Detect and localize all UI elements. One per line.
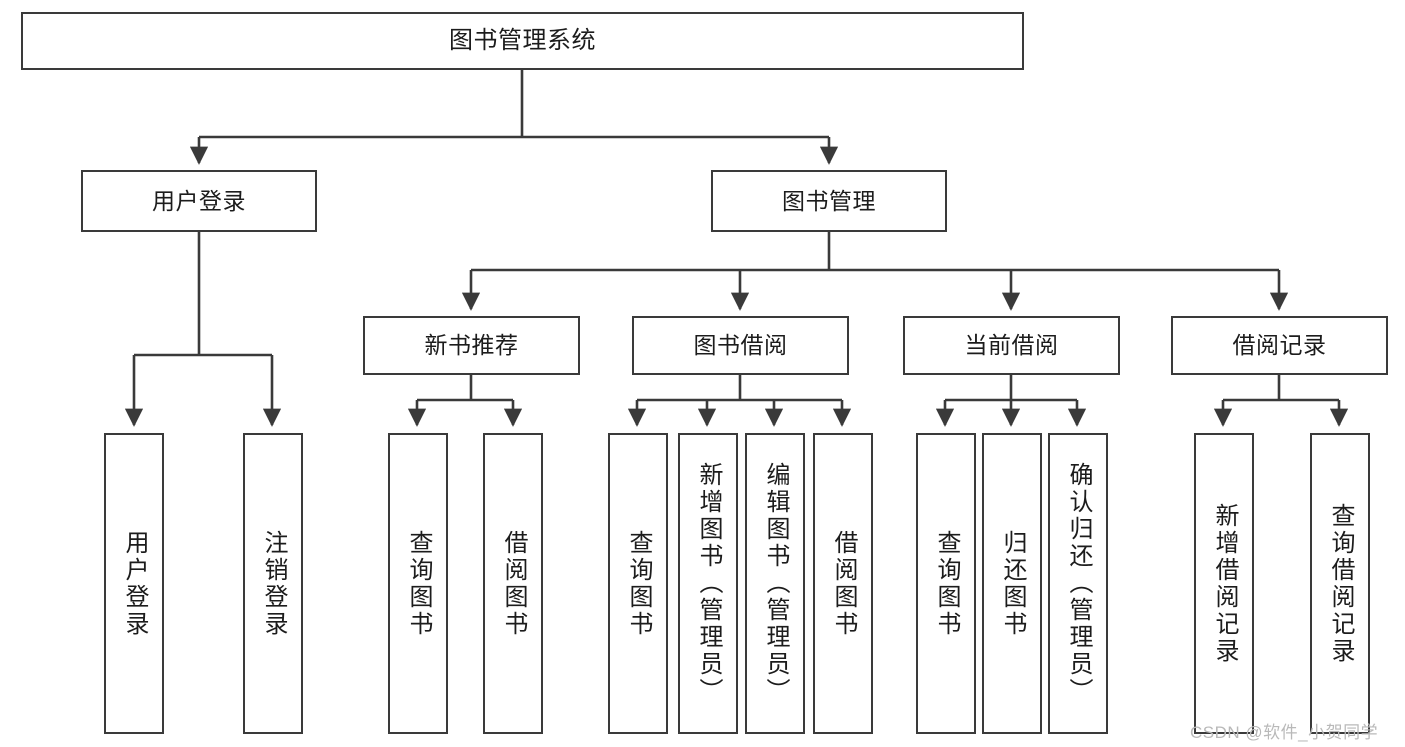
node-leaf-borrow-book-1[interactable]: 借阅图书 bbox=[483, 433, 543, 734]
node-leaf-edit-book-label: 编辑图书（管理员） bbox=[762, 462, 789, 705]
node-leaf-logout-login-label: 注销登录 bbox=[260, 529, 287, 638]
node-leaf-user-login-label: 用户登录 bbox=[121, 529, 148, 638]
node-book-borrow-label: 图书借阅 bbox=[693, 332, 788, 358]
node-leaf-borrow-book-2[interactable]: 借阅图书 bbox=[813, 433, 873, 734]
csdn-watermark: CSDN @软件_小贺同学 bbox=[1190, 723, 1379, 742]
node-current-borrow[interactable]: 当前借阅 bbox=[903, 316, 1120, 375]
node-leaf-query-borrow-record-label: 查询借阅记录 bbox=[1327, 502, 1354, 665]
node-leaf-return-book[interactable]: 归还图书 bbox=[982, 433, 1042, 734]
node-borrow-record[interactable]: 借阅记录 bbox=[1171, 316, 1388, 375]
node-new-book-recommendation-label: 新书推荐 bbox=[424, 332, 519, 358]
node-book-manage-label: 图书管理 bbox=[782, 187, 876, 214]
node-leaf-borrow-book-2-label: 借阅图书 bbox=[830, 529, 857, 638]
node-leaf-borrow-book-1-label: 借阅图书 bbox=[500, 529, 527, 638]
node-leaf-query-book-1-label: 查询图书 bbox=[405, 529, 432, 638]
node-leaf-add-book[interactable]: 新增图书（管理员） bbox=[678, 433, 738, 734]
node-leaf-confirm-return-label: 确认归还（管理员） bbox=[1065, 462, 1092, 705]
node-book-manage[interactable]: 图书管理 bbox=[711, 170, 947, 232]
node-root[interactable]: 图书管理系统 bbox=[21, 12, 1024, 70]
node-leaf-logout-login[interactable]: 注销登录 bbox=[243, 433, 303, 734]
node-book-borrow[interactable]: 图书借阅 bbox=[632, 316, 849, 375]
node-user-login-label: 用户登录 bbox=[152, 187, 246, 214]
node-leaf-add-book-label: 新增图书（管理员） bbox=[695, 462, 722, 705]
node-leaf-query-book-1[interactable]: 查询图书 bbox=[388, 433, 448, 734]
node-root-label: 图书管理系统 bbox=[449, 27, 596, 54]
node-borrow-record-label: 借阅记录 bbox=[1232, 332, 1327, 358]
node-leaf-add-borrow-record[interactable]: 新增借阅记录 bbox=[1194, 433, 1254, 734]
node-leaf-query-book-3[interactable]: 查询图书 bbox=[916, 433, 976, 734]
node-new-book-recommendation[interactable]: 新书推荐 bbox=[363, 316, 580, 375]
node-leaf-query-book-2-label: 查询图书 bbox=[625, 529, 652, 638]
node-leaf-edit-book[interactable]: 编辑图书（管理员） bbox=[745, 433, 805, 734]
node-leaf-return-book-label: 归还图书 bbox=[999, 529, 1026, 638]
node-leaf-query-borrow-record[interactable]: 查询借阅记录 bbox=[1310, 433, 1370, 734]
node-leaf-add-borrow-record-label: 新增借阅记录 bbox=[1211, 502, 1238, 665]
node-leaf-query-book-3-label: 查询图书 bbox=[933, 529, 960, 638]
node-leaf-query-book-2[interactable]: 查询图书 bbox=[608, 433, 668, 734]
node-current-borrow-label: 当前借阅 bbox=[964, 332, 1059, 358]
node-user-login[interactable]: 用户登录 bbox=[81, 170, 317, 232]
node-leaf-user-login[interactable]: 用户登录 bbox=[104, 433, 164, 734]
node-leaf-confirm-return[interactable]: 确认归还（管理员） bbox=[1048, 433, 1108, 734]
